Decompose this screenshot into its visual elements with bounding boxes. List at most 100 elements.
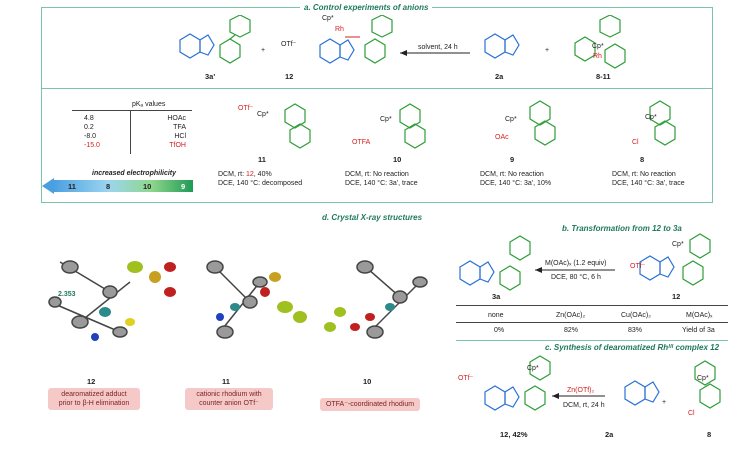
caption-12-line1: dearomatized adduct	[61, 391, 127, 398]
crystal-structures	[48, 260, 428, 341]
pka-acid: TfOH	[169, 142, 186, 149]
caption-11-line1: cationic rhodium with	[196, 391, 262, 398]
compound-9-result: DCM, rt: No reaction DCE, 140 °C: 3a', 1…	[480, 170, 551, 188]
order-11: 11	[68, 182, 76, 191]
pka-acid: TFA	[173, 124, 186, 131]
compound-9-ligand: OAc	[495, 134, 509, 141]
panel-b-cond1: M(OAc)ₓ (1.2 equiv)	[545, 260, 607, 267]
rh-label-12: Rh	[335, 26, 344, 33]
xray-11-num: 11	[222, 377, 230, 386]
panel-c-plus: +	[662, 399, 667, 406]
caption-11-line2: counter anion OTf⁻	[199, 400, 259, 407]
pka-row: -15.0 TfOH	[74, 142, 190, 149]
panel-c-cp-start: Cp*	[697, 375, 709, 382]
th-zn: Zn(OAc)₂	[556, 312, 586, 319]
pka-row: 4.8 HOAc	[74, 115, 190, 122]
compound-10-result: DCM, rt: No reaction DCE, 140 °C: 3a', t…	[345, 170, 418, 188]
panel-c-cl: Cl	[688, 410, 695, 417]
xray-12-num: 12	[87, 377, 96, 386]
td-none: 0%	[494, 327, 505, 334]
compound-8-ligand: Cl	[632, 139, 639, 146]
anion-label-top: OTf⁻	[281, 41, 297, 48]
compound-11-result: DCM, rt: 12, 40% DCE, 140 °C: decomposed	[218, 170, 302, 188]
compound-9-num: 9	[510, 155, 515, 164]
panel-c-rule	[456, 340, 728, 341]
substrate-2a-label: 2a	[495, 72, 504, 81]
result-11-post: , 40%	[253, 171, 272, 178]
compound-8-num: 8	[640, 155, 645, 164]
plus-sign-top-right: +	[545, 47, 550, 54]
th-m: M(OAc)ₓ	[686, 312, 713, 319]
xray-11	[206, 260, 268, 339]
panel-b-cond2: DCE, 80 °C, 6 h	[551, 274, 601, 281]
caption-12: dearomatized adduct prior to β-H elimina…	[48, 388, 140, 410]
pka-value: 0.2	[84, 124, 94, 131]
pka-row: 0.2 TFA	[74, 124, 190, 131]
pka-header-rule	[72, 110, 192, 111]
order-8: 8	[106, 182, 111, 191]
th-cu: Cu(OAc)₂	[621, 312, 651, 319]
panel-c-cond2: DCM, rt, 24 h	[563, 402, 605, 409]
result-10-line1: DCM, rt: No reaction	[345, 171, 409, 178]
xray-12	[48, 260, 131, 338]
compound-structures-row	[284, 100, 676, 149]
reagent-8-11-label: 8-11	[596, 72, 611, 81]
result-10-line2: DCE, 140 °C: 3a', trace	[345, 180, 418, 187]
conditions-top: solvent, 24 h	[418, 44, 458, 51]
compound-11-cp: Cp*	[257, 111, 269, 118]
compound-8-result: DCM, rt: No reaction DCE, 140 °C: 3a', t…	[612, 170, 685, 188]
pka-value: -8.0	[84, 133, 97, 140]
xray-10	[356, 260, 428, 339]
panel-b-scheme	[459, 233, 711, 291]
panel-d-title: d. Crystal X-ray structures	[322, 213, 423, 222]
panel-c-product-label: 12, 42%	[500, 430, 528, 439]
result-9-line2: DCE, 140 °C: 3a', 10%	[480, 180, 552, 187]
compound-10-ligand: OTFA	[352, 139, 371, 146]
compound-11-num: 11	[258, 155, 266, 164]
panel-b-rule-mid	[456, 322, 728, 323]
xray-10-num: 10	[363, 377, 372, 386]
pka-column-rule	[130, 110, 131, 154]
compound-9-cp: Cp*	[505, 116, 517, 123]
td-cu: 83%	[628, 327, 643, 334]
compound-10-cp: Cp*	[380, 116, 392, 123]
th-none: none	[488, 312, 504, 319]
result-11-pre: DCM, rt:	[218, 171, 246, 178]
pka-value: -15.0	[84, 142, 100, 149]
panel-b-cp: Cp*	[672, 241, 684, 248]
caption-12-line2: prior to β-H elimination	[58, 400, 130, 407]
panel-b-start-label: 12	[672, 292, 681, 301]
pka-rows: 4.8 HOAc 0.2 TFA -8.0 HCl -15.0 TfOH	[72, 113, 192, 151]
electrophilicity-arrowhead	[42, 178, 54, 194]
panel-c-substrate-label: 2a	[605, 430, 614, 439]
pka-header: pKₐ values	[132, 101, 166, 108]
compound-8-cp: Cp*	[645, 114, 657, 121]
panel-c-cond1: Zn(OTf)₂	[567, 387, 595, 394]
pka-acid: HCl	[174, 133, 186, 140]
pka-value: 4.8	[84, 115, 94, 122]
order-9: 9	[181, 182, 186, 191]
caption-10: OTFA⁻-coordinated rhodium	[320, 398, 420, 411]
panel-c-scheme	[484, 355, 721, 411]
product-3a-prime-structure	[179, 33, 215, 59]
panel-b-rule-top	[456, 305, 728, 306]
compound-10-num: 10	[393, 155, 402, 164]
panel-c-anion: OTf⁻	[458, 375, 474, 382]
cp-label-reagent: Cp*	[592, 43, 604, 50]
product-3a-prime-label: 3a'	[205, 72, 216, 81]
electrophilicity-bar	[53, 180, 193, 192]
panel-c-start-label: 8	[707, 430, 712, 439]
panel-b-product-label: 3a	[492, 292, 501, 301]
panel-a-top-scheme	[179, 15, 626, 69]
caption-11: cationic rhodium with counter anion OTf⁻	[185, 388, 273, 410]
panel-b-anion: OTf⁻	[630, 263, 646, 270]
plus-sign-top-left: +	[261, 47, 266, 54]
order-10: 10	[143, 182, 152, 191]
result-8-line2: DCE, 140 °C: 3a', trace	[612, 180, 685, 187]
td-zn: 82%	[564, 327, 579, 334]
product-12-label: 12	[285, 72, 294, 81]
panel-b-title: b. Transformation from 12 to 3a	[562, 224, 682, 233]
td-row-label: Yield of 3a	[682, 327, 715, 334]
compound-11-anion: OTf⁻	[238, 105, 254, 112]
bond-length-label: 2.353	[58, 291, 76, 298]
